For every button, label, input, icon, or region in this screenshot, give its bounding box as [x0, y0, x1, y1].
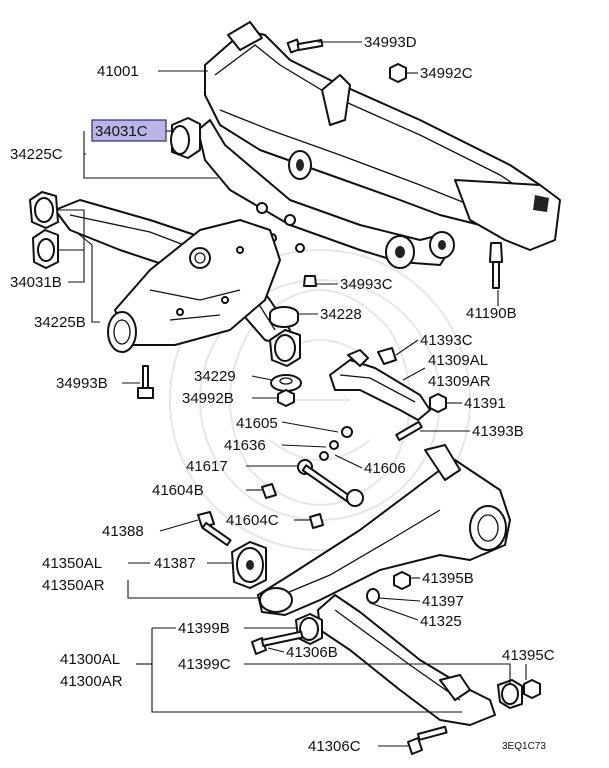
label-41395B[interactable]: 41395B	[422, 570, 474, 587]
bushing-41387[interactable]	[231, 541, 267, 589]
label-41604B[interactable]: 41604B	[152, 482, 204, 499]
stabilizer-link-41617[interactable]	[297, 459, 364, 507]
label-34225B[interactable]: 34225B	[34, 314, 86, 331]
bolt-41306B[interactable]	[251, 630, 304, 655]
bushing-41399C[interactable]	[497, 679, 523, 709]
label-41393B[interactable]: 41393B	[472, 423, 524, 440]
washer-41397[interactable]	[366, 588, 380, 604]
leader-lines	[58, 41, 527, 747]
label-41399C[interactable]: 41399C	[178, 656, 231, 673]
label-41399B[interactable]: 41399B	[178, 620, 230, 637]
differential-housing[interactable]	[107, 219, 281, 353]
bolt-41393B[interactable]	[395, 420, 423, 442]
label-34228[interactable]: 34228	[320, 306, 362, 323]
nut-41395C[interactable]	[523, 679, 541, 699]
nut-41391[interactable]	[429, 393, 447, 413]
bolt-41306C[interactable]	[407, 725, 448, 755]
label-41309AR[interactable]: 41309AR	[428, 373, 491, 390]
label-34229[interactable]: 34229	[194, 368, 236, 385]
nut-41395B[interactable]	[393, 571, 411, 590]
label-41617[interactable]: 41617	[186, 458, 228, 475]
label-34031B[interactable]: 34031B	[10, 274, 62, 291]
label-41605[interactable]: 41605	[236, 415, 278, 432]
label-34993D[interactable]: 34993D	[364, 34, 417, 51]
washers-41605-41636[interactable]	[319, 426, 353, 461]
bushing-34031B[interactable]	[29, 191, 59, 269]
spacer-34228[interactable]	[269, 306, 299, 328]
nut-34992B[interactable]	[277, 389, 295, 407]
label-34993B[interactable]: 34993B	[56, 375, 108, 392]
label-41606[interactable]: 41606	[364, 460, 406, 477]
diagram-code: 3EQ1C73	[502, 741, 546, 752]
label-41306C[interactable]: 41306C	[308, 738, 361, 755]
bolt-41190B[interactable]	[489, 242, 503, 289]
washer-34229[interactable]	[270, 374, 302, 392]
bolt-34993B[interactable]	[137, 365, 154, 399]
crossmember-41001[interactable]	[197, 21, 561, 269]
bushing-34031C[interactable]	[170, 117, 201, 159]
label-41391[interactable]: 41391	[464, 395, 506, 412]
label-41001[interactable]: 41001	[97, 63, 139, 80]
part-labels: 34993D 41001 34992C 34031C 34225C 34031B…	[10, 34, 555, 755]
bolt-34993D[interactable]	[286, 38, 324, 54]
bolt-41604C[interactable]	[309, 513, 324, 529]
bolt-34993C[interactable]	[303, 275, 317, 287]
label-34031C[interactable]: 34031C	[95, 123, 148, 140]
label-41388[interactable]: 41388	[102, 523, 144, 540]
trailing-arm-41300[interactable]	[257, 444, 511, 616]
label-41604C[interactable]: 41604C	[226, 512, 279, 529]
upper-arm-41309[interactable]	[329, 349, 431, 421]
label-34225C[interactable]: 34225C	[10, 146, 63, 163]
label-41393C[interactable]: 41393C	[420, 332, 473, 349]
label-41309AL[interactable]: 41309AL	[428, 352, 488, 369]
bolt-41388[interactable]	[197, 511, 232, 547]
label-41395C[interactable]: 41395C	[502, 647, 555, 664]
label-34993C[interactable]: 34993C	[340, 276, 393, 293]
diff-rear-bushing[interactable]	[269, 329, 301, 367]
label-41190B[interactable]: 41190B	[466, 305, 517, 322]
label-41350AL[interactable]: 41350AL	[42, 555, 102, 572]
label-41300AL[interactable]: 41300AL	[60, 651, 120, 668]
label-34992B[interactable]: 34992B	[182, 390, 234, 407]
label-34992C[interactable]: 34992C	[420, 65, 473, 82]
label-41325[interactable]: 41325	[420, 613, 462, 630]
nut-34992C[interactable]	[389, 63, 407, 83]
highlight-box	[91, 119, 167, 142]
bolt-41604B[interactable]	[261, 483, 277, 499]
label-41306B[interactable]: 41306B	[286, 644, 338, 661]
label-41350AR[interactable]: 41350AR	[42, 577, 105, 594]
bushing-41399B[interactable]	[295, 613, 323, 645]
label-41397[interactable]: 41397	[422, 593, 464, 610]
lower-arm-41325[interactable]	[317, 594, 496, 726]
label-41300AR[interactable]: 41300AR	[60, 673, 123, 690]
label-41636[interactable]: 41636	[224, 437, 266, 454]
label-41387[interactable]: 41387	[154, 555, 196, 572]
bolt-41393C[interactable]	[377, 347, 397, 365]
